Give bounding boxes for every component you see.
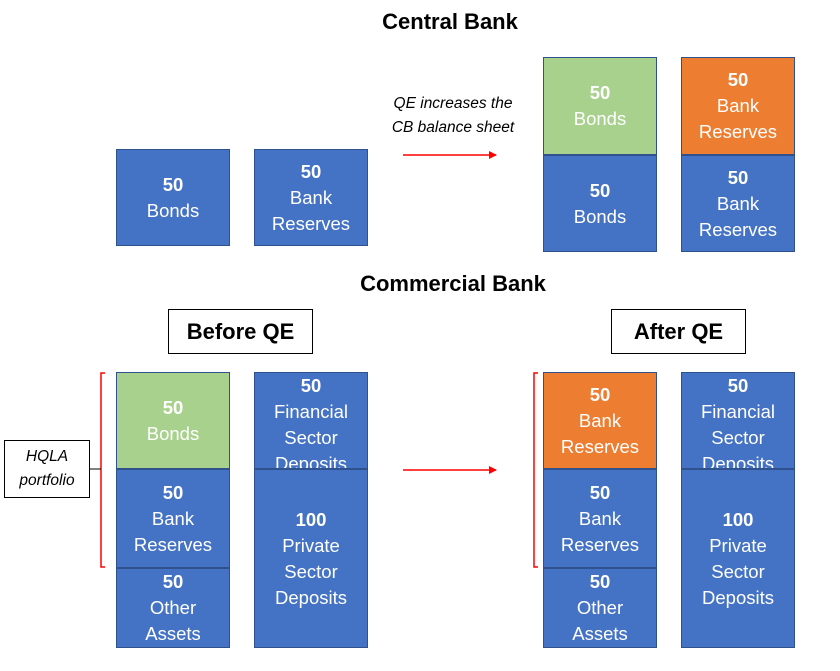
block-label: Sector <box>711 427 765 448</box>
comm-before-financial-deposits-block: 50 Financial Sector Deposits <box>254 372 368 469</box>
block-value: 100 <box>722 508 754 530</box>
after-qe-label: After QE <box>611 309 746 354</box>
block-value: 50 <box>300 160 322 182</box>
commercial-bank-title: Commercial Bank <box>360 271 546 296</box>
block-label: Assets <box>572 623 628 644</box>
block-label: Sector <box>284 427 338 448</box>
comm-before-reserves-block: 50 Bank Reserves <box>116 469 230 568</box>
hqla-portfolio-label: HQLA portfolio <box>4 440 90 498</box>
block-label: Bank <box>151 507 195 529</box>
hqla-line: portfolio <box>19 472 75 489</box>
block-value: 50 <box>727 375 749 396</box>
comm-before-private-deposits-block: 100 Private Sector Deposits <box>254 469 368 648</box>
block-value: 50 <box>589 383 611 405</box>
block-label: Financial <box>273 401 349 422</box>
comm-after-reserves-block: 50 Bank Reserves <box>543 469 657 568</box>
comm-after-private-deposits-block: 100 Private Sector Deposits <box>681 469 795 648</box>
block-label: Deposits <box>702 586 774 608</box>
block-label: Bank <box>578 409 622 431</box>
comm-after-other-assets-block: 50 Other Assets <box>543 568 657 648</box>
block-value: 100 <box>295 508 327 530</box>
hqla-line: HQLA <box>25 448 69 465</box>
before-qe-label: Before QE <box>168 309 313 354</box>
block-value: 50 <box>589 179 611 201</box>
block-value: 50 <box>727 69 749 90</box>
block-label: Private <box>709 534 767 556</box>
block-label: Reserves <box>560 435 640 457</box>
block-label: Assets <box>145 623 201 644</box>
block-value: 50 <box>162 396 184 418</box>
cb-after-new-bonds-block: 50 Bonds <box>543 57 657 155</box>
block-value: 50 <box>162 481 184 503</box>
comm-before-bonds-block: 50 Bonds <box>116 372 230 469</box>
block-value: 50 <box>589 571 611 592</box>
cb-after-reserves-block: 50 Bank Reserves <box>681 155 795 252</box>
block-label: Bank <box>716 95 760 116</box>
block-label: Reserves <box>271 212 351 234</box>
cb-before-reserves-block: 50 Bank Reserves <box>254 149 368 246</box>
block-label: Other <box>149 597 197 618</box>
block-label: Bonds <box>146 422 200 444</box>
central-bank-title: Central Bank <box>382 9 518 34</box>
comm-after-financial-deposits-block: 50 Financial Sector Deposits <box>681 372 795 469</box>
comm-before-other-assets-block: 50 Other Assets <box>116 568 230 648</box>
block-label: Bank <box>578 507 622 529</box>
block-value: 50 <box>162 571 184 592</box>
qe-note-line: CB balance sheet <box>391 119 515 136</box>
block-label: Bank <box>289 186 333 208</box>
block-label: Deposits <box>275 453 347 469</box>
block-label: Reserves <box>698 218 778 240</box>
block-value: 50 <box>589 82 611 103</box>
block-label: Other <box>576 597 624 618</box>
block-label: Bonds <box>573 205 627 227</box>
qe-note: QE increases the CB balance sheet <box>378 92 528 140</box>
before-hqla-bracket <box>100 372 105 568</box>
block-label: Bonds <box>573 108 627 129</box>
block-label: Bonds <box>146 199 200 221</box>
after-hqla-bracket <box>533 372 538 568</box>
comm-after-new-reserves-block: 50 Bank Reserves <box>543 372 657 469</box>
block-label: Deposits <box>275 586 347 608</box>
block-label: Reserves <box>560 533 640 555</box>
block-label: Financial <box>700 401 776 422</box>
block-value: 50 <box>727 166 749 188</box>
block-label: Deposits <box>702 453 774 469</box>
block-label: Private <box>282 534 340 556</box>
block-value: 50 <box>300 375 322 396</box>
qe-note-line: QE increases the <box>393 95 513 112</box>
block-label: Sector <box>711 560 765 582</box>
cb-after-bonds-block: 50 Bonds <box>543 155 657 252</box>
block-label: Sector <box>284 560 338 582</box>
block-label: Bank <box>716 192 760 214</box>
block-label: Reserves <box>133 533 213 555</box>
cb-before-bonds-block: 50 Bonds <box>116 149 230 246</box>
cb-after-new-reserves-block: 50 Bank Reserves <box>681 57 795 155</box>
block-value: 50 <box>162 173 184 195</box>
block-label: Reserves <box>698 121 778 142</box>
block-value: 50 <box>589 481 611 503</box>
